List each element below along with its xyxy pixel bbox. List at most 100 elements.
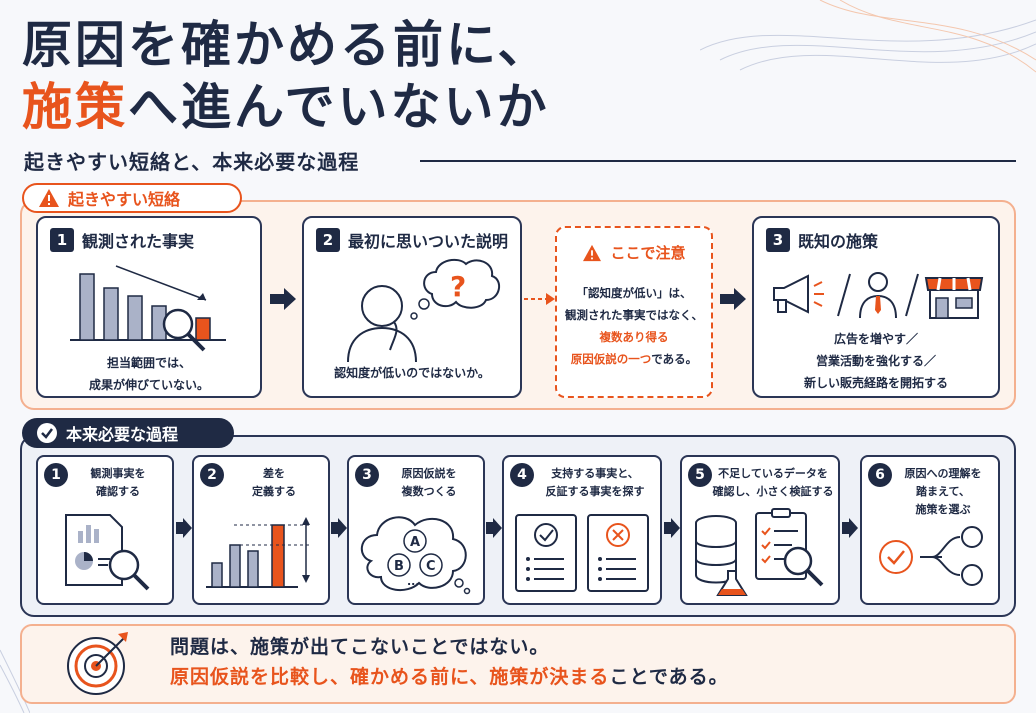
decision-branch-icon (879, 526, 983, 586)
caution-box: ここで注意 「認知度が低い」は、 観測された事実ではなく、 複数あり得る 原因仮… (555, 226, 713, 398)
card-text: 広告を増やす／ 営業活動を強化する／ 新しい販売経路を開拓する (754, 328, 998, 394)
process-step-5: 5 不足しているデータを 確認し、小さく検証する (680, 455, 840, 605)
step-number: 2 (200, 463, 224, 487)
flask-icon (716, 570, 748, 596)
card-title: 観測された事実 (82, 232, 195, 251)
caution-line-4: 原因仮説の一つである。 (557, 348, 711, 370)
section-process-title: 本来必要な過程 (66, 425, 179, 444)
arrow-right-icon (486, 518, 502, 538)
step-number: 6 (868, 463, 892, 487)
title-accent: 施策 (22, 78, 128, 136)
support-refute-icon (515, 514, 649, 592)
arrow-right-icon (664, 518, 680, 538)
step-number: 1 (44, 463, 68, 487)
hypothesis-a: A (410, 535, 420, 550)
conclusion-accent: 原因仮説を比較し、確かめる前に、施策が決まる (170, 666, 610, 688)
megaphone-icon (773, 274, 824, 314)
salesperson-icon (859, 272, 897, 319)
subtitle: 起きやすい短絡と、本来必要な過程 (24, 150, 360, 174)
step-line-1: 差を (263, 467, 285, 480)
step-text: 不足しているデータを 確認し、小さく検証する (712, 465, 834, 501)
caution-title: ここで注意 (610, 244, 686, 262)
arrow-right-icon (720, 288, 746, 310)
card-title: 最初に思いついた説明 (348, 232, 509, 251)
check-circle-icon (37, 423, 57, 443)
section-process-label: 本来必要な過程 (22, 418, 234, 448)
decorative-lines (700, 0, 1036, 73)
step-text: 原因への理解を 踏まえて、 施策を選ぶ (892, 465, 994, 519)
step-number: 4 (510, 463, 534, 487)
card-text-line-2: 営業活動を強化する／ (815, 354, 936, 368)
step-line-2: 確認する (96, 485, 140, 498)
caution-body: 「認知度が低い」は、 観測された事実ではなく、 複数あり得る 原因仮説の一つであ… (557, 282, 711, 370)
step-line-2: 定義する (252, 485, 296, 498)
step-line-1: 原因仮説を (401, 467, 457, 480)
process-step-3: 3 原因仮説を 複数つくる A B C ... (347, 455, 485, 605)
process-step-6: 6 原因への理解を 踏まえて、 施策を選ぶ (860, 455, 1000, 605)
card-text: 認知度が低いのではないか。 (304, 362, 520, 384)
caution-line-2: 観測された事実ではなく、 (565, 308, 703, 322)
process-step-1: 1 観測事実を 確認する (36, 455, 174, 605)
conclusion-line-2: 原因仮説を比較し、確かめる前に、施策が決まることである。 (170, 662, 729, 689)
step-number: 1 (50, 228, 74, 252)
thinking-person-icon: ? (347, 258, 501, 363)
step-line-3: 施策を選ぶ (915, 503, 971, 516)
card-text-line-1: 担当範囲では、 (106, 356, 191, 370)
card-text-line-2: 成果が伸びていない。 (88, 378, 209, 392)
process-step-4: 4 支持する事実と、 反証する事実を探す (502, 455, 662, 605)
step-number: 5 (688, 463, 712, 487)
subtitle-divider (420, 160, 1016, 162)
step-line-1: 支持する事実と、 (551, 467, 639, 480)
section-shortcut-label: 起きやすい短絡 (22, 183, 242, 213)
step-line-2: 複数つくる (401, 485, 457, 498)
step-line-2: 踏まえて、 (916, 485, 970, 498)
step-text: 観測事実を 確認する (68, 465, 168, 501)
page-title: 原因を確かめる前に、 施策へ進んでいないか (22, 14, 551, 138)
measures-icons (773, 272, 984, 319)
card-head: 1 観測された事実 (50, 228, 194, 252)
card-head: 3 既知の施策 (766, 228, 878, 252)
step-text: 原因仮説を 複数つくる (379, 465, 479, 501)
caution-line-1: 「認知度が低い」は、 (576, 286, 692, 300)
hypothesis-c: C (426, 559, 436, 574)
step-line-2: 反証する事実を探す (545, 485, 645, 498)
conclusion-rest: ことである。 (609, 666, 729, 688)
warning-icon (39, 189, 59, 207)
declining-bar-chart-icon (70, 265, 226, 352)
title-line-1: 原因を確かめる前に、 (22, 16, 551, 74)
conclusion-line-1: 問題は、施策が出てこないことではない。 (170, 636, 550, 658)
step-text: 支持する事実と、 反証する事実を探す (534, 465, 656, 501)
arrow-right-icon (842, 518, 858, 538)
step-number: 2 (316, 228, 340, 252)
step-line-1: 不足しているデータを (718, 467, 828, 480)
dashed-arrow-icon (524, 293, 555, 305)
step-line-1: 観測事実を (90, 467, 146, 480)
data-verify-icon (695, 508, 824, 596)
gap-bar-chart-icon (206, 517, 312, 588)
process-step-2: 2 差を 定義する (192, 455, 330, 605)
card-observed-fact: 1 観測された事実 担当範囲では、 成果が伸びていない。 (36, 216, 262, 398)
card-known-measures: 3 既知の施策 広告を増やす／ (752, 216, 1000, 398)
card-text: 担当範囲では、 成果が伸びていない。 (38, 352, 260, 396)
step-number: 3 (766, 228, 790, 252)
shop-icon (924, 277, 984, 319)
title-rest: へ進んでいないか (128, 78, 550, 136)
caution-accent: 原因仮説の一つ (570, 352, 652, 366)
caution-rest: である。 (651, 352, 698, 366)
step-line-1: 原因への理解を (904, 467, 982, 480)
warning-icon (583, 244, 602, 261)
report-magnifier-icon (65, 514, 150, 591)
section-shortcut-title: 起きやすい短絡 (68, 190, 181, 209)
step-text: 差を 定義する (224, 465, 324, 501)
card-head: 2 最初に思いついた説明 (316, 228, 508, 252)
card-text-line-1: 認知度が低いのではないか。 (334, 366, 490, 380)
step-number: 3 (355, 463, 379, 487)
arrow-right-icon (270, 288, 296, 310)
arrow-right-icon (176, 518, 192, 538)
caution-head: ここで注意 (557, 242, 711, 263)
card-title: 既知の施策 (798, 232, 879, 251)
card-first-explanation: 2 最初に思いついた説明 ? 認知度が低いのではないか。 (302, 216, 522, 398)
hypothesis-more: ... (407, 575, 420, 588)
caution-line-3: 複数あり得る (599, 330, 669, 344)
step-line-2: 確認し、小さく検証する (712, 485, 834, 498)
